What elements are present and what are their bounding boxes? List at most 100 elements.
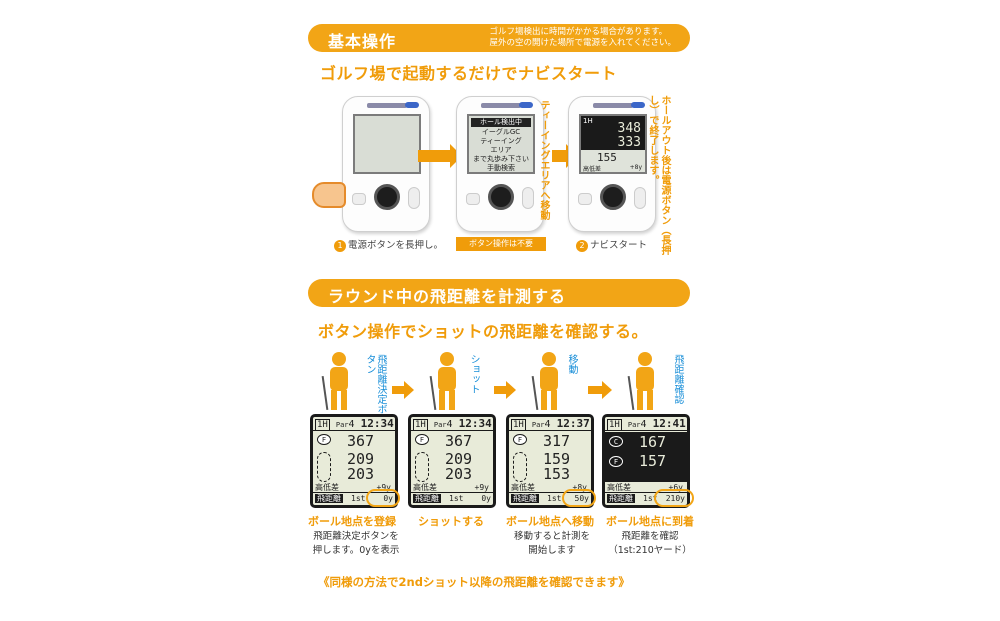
brand-logo (593, 103, 633, 108)
caption-text: 電源ボタンを長押し。 (348, 240, 444, 251)
footer-note: 《同様の方法で2ndショット以降の飛距離を確認できます》 (318, 575, 630, 589)
lcd-header: 1H Par4 12:41 (605, 417, 687, 431)
lcd-header: 1H Par4 12:34 (411, 417, 493, 431)
device-off (342, 96, 430, 232)
step-label: ボール地点に到着 (606, 515, 694, 528)
step-desc: 移動すると計測を開始します (513, 531, 590, 556)
section-subtitle: ボタン操作でショットの飛距離を確認する。 (318, 322, 649, 341)
flight-distance: 50y (574, 494, 589, 503)
golfer-icon (530, 352, 570, 410)
menu-line: 手動検索 (487, 164, 515, 172)
brand-logo (481, 103, 521, 108)
distance-bottom: 203 (347, 465, 375, 483)
distance-hazard: 155 (597, 151, 617, 164)
highlight-ring (654, 489, 694, 507)
hazard-icon (415, 452, 429, 482)
figure-label: 飛距離確認 (672, 354, 683, 404)
bluetooth-icon (631, 102, 645, 108)
flight-distance: 0y (383, 494, 393, 503)
highlight-ring (366, 489, 400, 507)
flight-distance: 0y (481, 494, 491, 503)
hand-icon (312, 182, 346, 208)
golfer-icon (320, 352, 360, 410)
section-subtitle: ゴルフ場で起動するだけでナビスタート (320, 64, 618, 83)
arrow-right-icon (588, 381, 612, 399)
clock: 12:34 (360, 417, 394, 430)
hazard-icon (513, 452, 527, 482)
hole-number: 1H (583, 117, 593, 125)
step-label: ボール地点を登録 (308, 515, 396, 528)
note-line-1: ゴルフ場検出に時間がかかる場合があります。 (489, 27, 668, 37)
device-screen-blank (353, 114, 421, 174)
power-button[interactable] (466, 193, 480, 205)
figure-label: ショット (468, 354, 479, 394)
section-banner-distance: ラウンド中の飛距離を計測する (308, 279, 690, 307)
device-searching: ホール検出中 イーグルGC ティーイング エリア まで丸歩み下さい 手動検索 (456, 96, 544, 232)
note-line-2: 屋外の空の開けた場所で電源を入れてください。 (489, 38, 677, 48)
golfer-icon (428, 352, 468, 410)
elevation-row: 高低差+6y (607, 483, 683, 492)
arrow-right-icon (552, 144, 578, 168)
distance-mid: 159 (543, 450, 571, 468)
section-banner-basic: 基本操作 ゴルフ場検出に時間がかかる場合があります。 屋外の空の開けた場所で電源… (308, 24, 690, 52)
menu-line: ホール検出中 (471, 118, 531, 127)
caption-no-button: ボタン操作は不要 (456, 237, 546, 251)
elevation-label: 高低差 (583, 166, 602, 173)
distance-back: 348 (617, 121, 641, 136)
distance-bottom: 203 (445, 465, 473, 483)
pin-icon: F (513, 434, 527, 445)
distance-top: 167 (639, 433, 667, 451)
step-desc: 飛距離決定ボタンを押します。0yを表示 (312, 531, 400, 556)
hazard-icon (317, 452, 331, 482)
power-button[interactable] (352, 193, 366, 205)
updown-button[interactable] (408, 187, 420, 209)
golfer-icon (626, 352, 666, 410)
step-label: ボール地点へ移動 (506, 515, 594, 528)
pin-icon: F (317, 434, 331, 445)
clock: 12:37 (556, 417, 590, 430)
updown-button[interactable] (522, 187, 534, 209)
lcd-header: 1H Par4 12:34 (313, 417, 395, 431)
power-button[interactable] (578, 193, 592, 205)
step-label: ショットする (418, 515, 484, 528)
arrow-right-icon (494, 381, 516, 399)
bluetooth-icon (405, 102, 419, 108)
distance-top: 367 (445, 432, 473, 450)
section-title: ラウンド中の飛距離を計測する (328, 287, 567, 306)
bluetooth-icon (519, 102, 533, 108)
figure-label: 飛距離決定ボタン (364, 354, 386, 414)
distance-mid: 209 (445, 450, 473, 468)
center-button[interactable] (488, 184, 514, 210)
distance-mid: 209 (347, 450, 375, 468)
pin-icon: F (609, 456, 623, 467)
arrow-right-icon (392, 381, 414, 399)
clock: 12:34 (458, 417, 492, 430)
pin-icon: C (609, 436, 623, 447)
arrow-right-icon (418, 144, 462, 168)
distance-top: 317 (543, 432, 571, 450)
figure-label: 移動 (566, 354, 577, 374)
elevation-row: 高低差+8y (511, 483, 587, 492)
updown-button[interactable] (634, 187, 646, 209)
section-title: 基本操作 (328, 32, 397, 51)
lcd-header: 1H Par4 12:37 (509, 417, 591, 431)
section-note: ゴルフ場検出に時間がかかる場合があります。 屋外の空の開けた場所で電源を入れてく… (490, 27, 677, 49)
center-button[interactable] (600, 184, 626, 210)
menu-line: ティーイング (480, 137, 522, 145)
center-button[interactable] (374, 184, 400, 210)
device-screen-navi: 1H 348 333 155 高低差 +8y (579, 114, 647, 174)
elevation-row: 高低差+9y (315, 483, 391, 492)
step-number: 1 (334, 240, 346, 252)
brand-logo (367, 103, 407, 108)
distance-bottom: 153 (543, 465, 571, 483)
clock: 12:41 (652, 417, 686, 430)
menu-line: イーグルGC (481, 128, 521, 136)
